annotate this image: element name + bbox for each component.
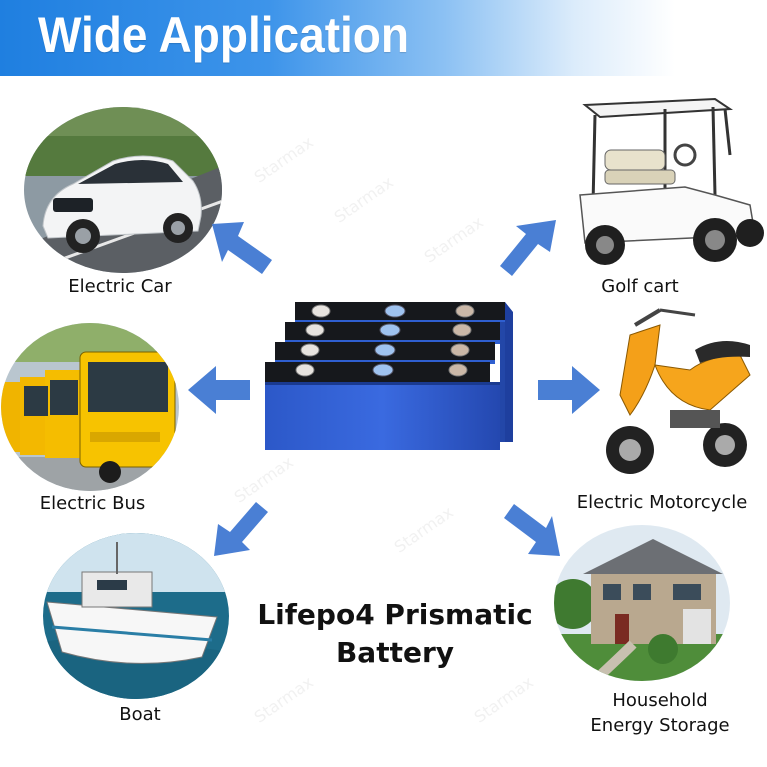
household-photo — [554, 525, 730, 681]
label-household-line2: Energy Storage — [590, 715, 730, 736]
golf-cart-photo — [579, 97, 764, 265]
label-electric-motorcycle: Electric Motorcycle — [576, 492, 748, 513]
electric-bus-photo — [1, 323, 179, 491]
arrow-icon — [504, 504, 560, 556]
electric-car-photo — [24, 107, 222, 273]
header-banner — [0, 0, 767, 76]
label-golf-cart: Golf cart — [601, 276, 679, 297]
product-title: Lifepo4 Prismatic Battery — [245, 596, 545, 672]
boat-photo — [43, 533, 229, 699]
arrow-icon — [188, 366, 250, 414]
battery-cell — [275, 342, 495, 364]
product-title-line1: Lifepo4 Prismatic — [257, 598, 533, 631]
page-title: Wide Application — [38, 7, 409, 63]
label-household-line1: Household — [612, 690, 708, 711]
battery-cell — [285, 322, 500, 344]
arrow-icon — [214, 502, 268, 556]
battery-cell — [265, 362, 490, 384]
product-title-line2: Battery — [335, 636, 455, 669]
battery-pack — [265, 302, 513, 450]
battery-cell — [295, 302, 505, 324]
label-electric-car: Electric Car — [68, 276, 172, 297]
arrow-icon — [212, 222, 272, 274]
arrow-icon — [500, 220, 556, 276]
label-electric-bus: Electric Bus — [39, 493, 146, 514]
label-boat: Boat — [119, 704, 161, 725]
arrow-icon — [538, 366, 600, 414]
electric-motorcycle-photo — [606, 308, 751, 474]
